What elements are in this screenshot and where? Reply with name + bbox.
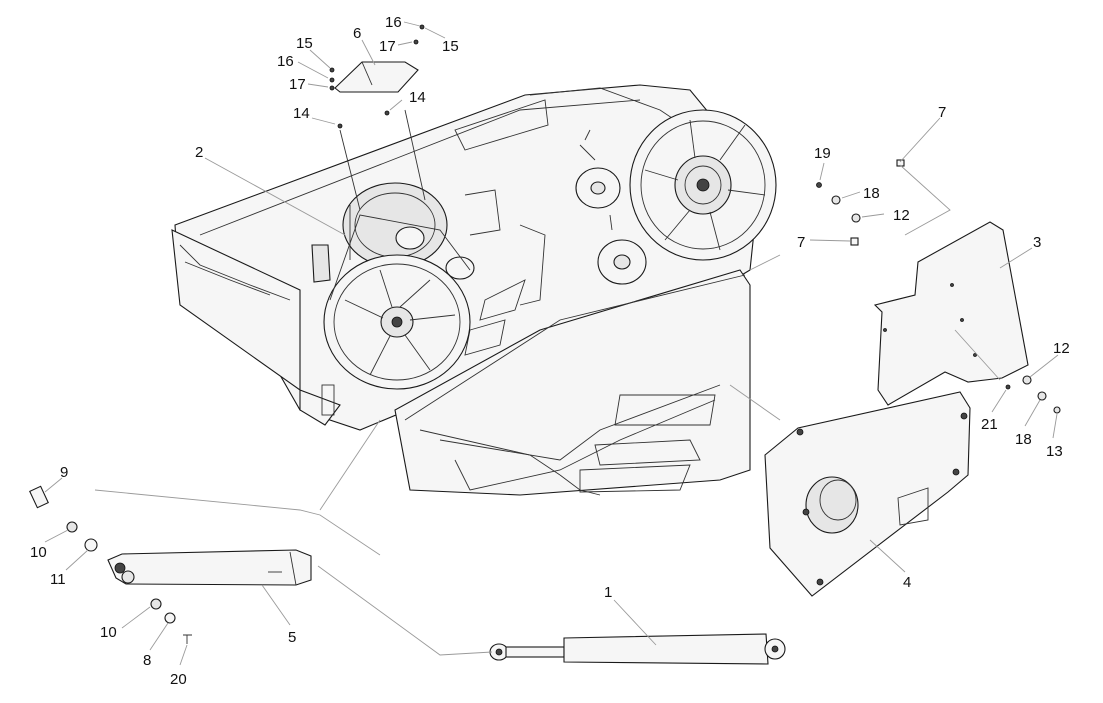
callout-15-left: 15 <box>296 35 313 52</box>
callout-17-right: 17 <box>379 38 396 55</box>
callout-12-top: 12 <box>893 207 910 224</box>
left-pulley-assembly <box>311 182 546 390</box>
machine-frame <box>171 84 761 496</box>
callout-18-top: 18 <box>863 185 880 202</box>
callout-14-right: 14 <box>409 89 426 106</box>
callout-labels: 1 2 3 4 5 6 7 7 8 9 10 10 11 12 12 13 14… <box>30 14 1070 688</box>
callout-20: 20 <box>170 671 187 688</box>
callout-18-bottom: 18 <box>1015 431 1032 448</box>
callout-2: 2 <box>195 144 203 161</box>
callout-1: 1 <box>604 584 612 601</box>
callout-13: 13 <box>1046 443 1063 460</box>
callout-16-left: 16 <box>277 53 294 70</box>
callout-8: 8 <box>143 652 151 669</box>
callout-19: 19 <box>814 145 831 162</box>
callout-3: 3 <box>1033 234 1041 251</box>
top-bracket <box>334 61 426 211</box>
callout-15-right: 15 <box>442 38 459 55</box>
callout-12-right: 12 <box>1053 340 1070 357</box>
callout-16-right: 16 <box>385 14 402 31</box>
right-pulley-assembly <box>575 109 777 285</box>
callout-7-top: 7 <box>938 104 946 121</box>
callout-10-top: 10 <box>30 544 47 561</box>
callout-6: 6 <box>353 25 361 42</box>
side-panel-3 <box>873 221 1029 406</box>
callout-11: 11 <box>50 571 66 588</box>
callout-7-mid: 7 <box>797 234 805 251</box>
callout-21: 21 <box>981 416 998 433</box>
callout-5: 5 <box>288 629 296 646</box>
hardware-items <box>29 24 1061 644</box>
lever-arm-5 <box>107 549 312 586</box>
leader-lines <box>44 21 1059 666</box>
callout-4: 4 <box>903 574 911 591</box>
callout-17-left: 17 <box>289 76 306 93</box>
hydraulic-cylinder-1 <box>489 633 786 665</box>
callout-9: 9 <box>60 464 68 481</box>
callout-14-left: 14 <box>293 105 310 122</box>
callout-10-bottom: 10 <box>100 624 117 641</box>
side-panel-4 <box>764 391 971 597</box>
